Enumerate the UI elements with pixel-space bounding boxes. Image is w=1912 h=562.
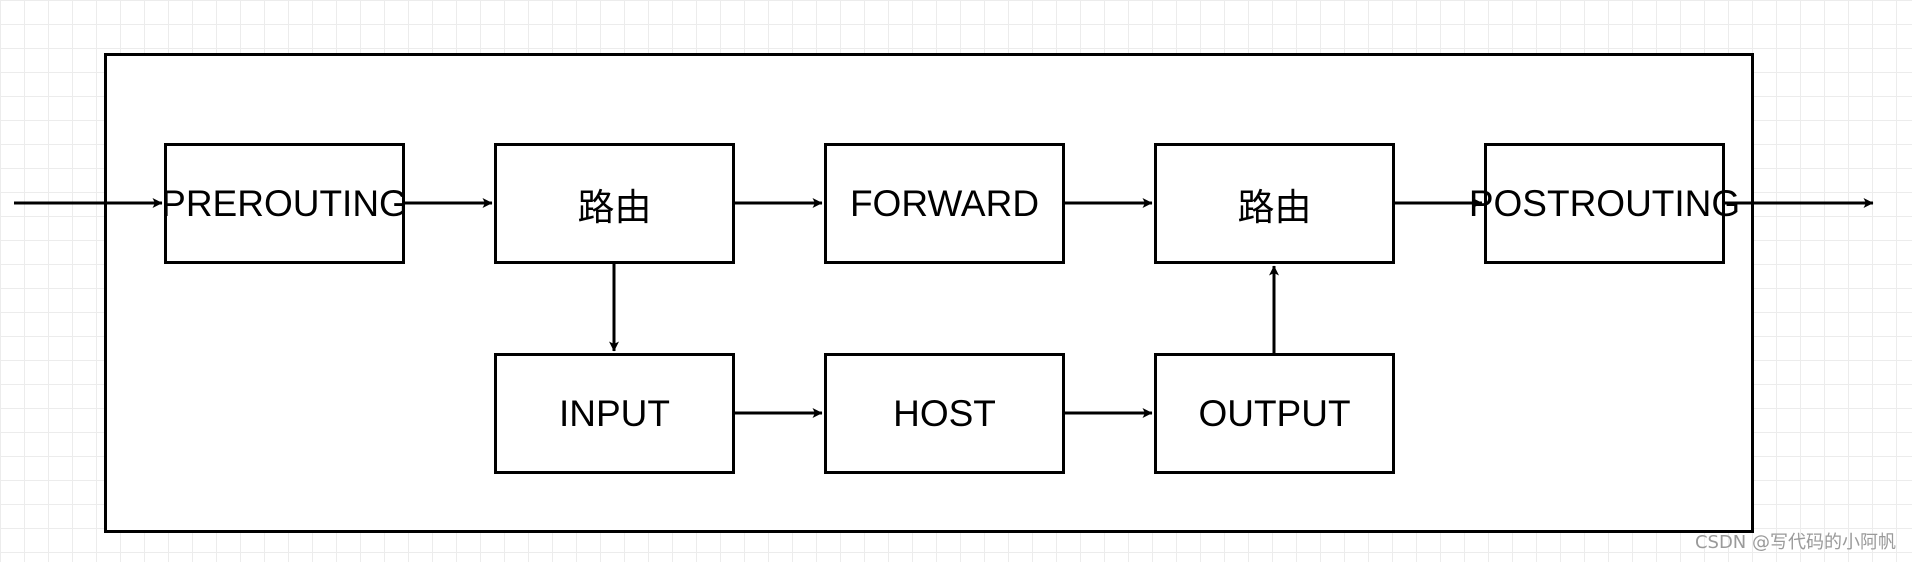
routing-node-top: 路由 — [494, 143, 735, 264]
routing-node-right: 路由 — [1154, 143, 1395, 264]
host-label: HOST — [893, 392, 996, 434]
input-label: INPUT — [559, 392, 670, 434]
postrouting-label: POSTROUTING — [1468, 182, 1741, 224]
routing-top-label: 路由 — [577, 185, 652, 229]
host-node: HOST — [824, 353, 1065, 474]
forward-node: FORWARD — [824, 143, 1065, 264]
routing-right-label: 路由 — [1237, 185, 1312, 229]
csdn-watermark: CSDN @写代码的小阿帆 — [1694, 532, 1896, 553]
output-label: OUTPUT — [1198, 392, 1351, 434]
forward-label: FORWARD — [849, 182, 1040, 224]
prerouting-label: PREROUTING — [161, 182, 408, 224]
postrouting-node: POSTROUTING — [1469, 143, 1740, 264]
input-node: INPUT — [494, 353, 735, 474]
output-node: OUTPUT — [1154, 353, 1395, 474]
prerouting-node: PREROUTING — [161, 143, 408, 264]
